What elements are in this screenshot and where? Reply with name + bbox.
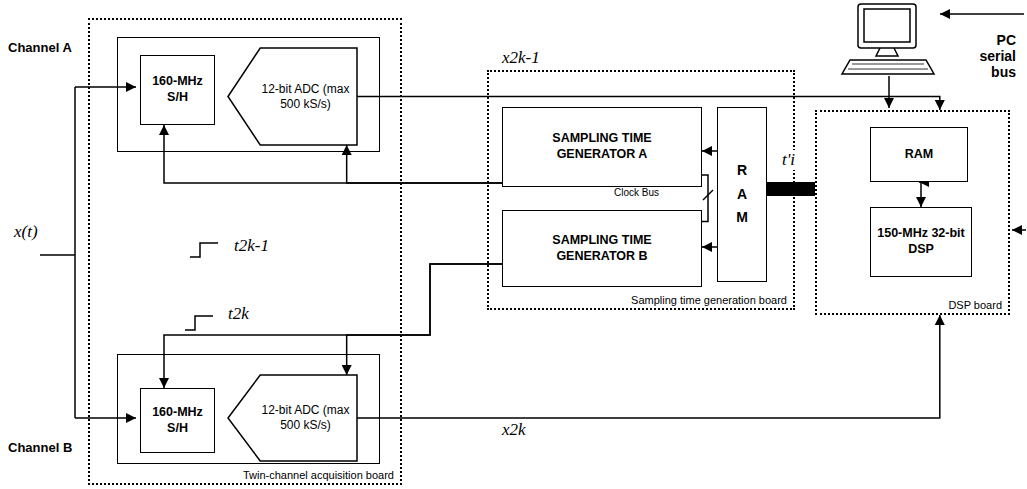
serial-bus-label: PC serial bus	[962, 32, 1018, 80]
time-generator-box: SAMPLING TIME GENERATOR A	[502, 107, 702, 187]
input-wire	[75, 417, 136, 419]
adc-block: 12-bit ADC (max 500 kS/s)	[228, 375, 357, 461]
sample-hold-box: 160-MHz S/H	[140, 388, 215, 453]
box-label: 160-MHz S/H	[144, 74, 211, 105]
input-wire	[40, 254, 75, 256]
box-label: SAMPLING TIME GENERATOR A	[522, 131, 682, 162]
bus-label: Clock Bus	[612, 187, 661, 198]
timing-label: t2k	[226, 304, 251, 324]
channel-label: Channel B	[8, 440, 72, 455]
signal-wire	[357, 315, 940, 418]
timing-label: t2k-1	[232, 236, 271, 256]
computer-keyboard	[842, 60, 934, 74]
box-label: SAMPLING TIME GENERATOR B	[522, 233, 682, 264]
signal-wire	[347, 264, 502, 375]
board-label: Sampling time generation board	[631, 294, 787, 306]
computer-stand	[876, 48, 898, 56]
signal-label: x2k	[500, 420, 528, 440]
signal-wire	[919, 182, 921, 207]
signal-label: x2k-1	[500, 48, 542, 68]
input-signal-label: x(t)	[12, 222, 40, 242]
channel-box: Channel A160-MHz S/H12-bit ADC (max 500 …	[117, 37, 380, 152]
computer-monitor	[858, 4, 916, 48]
input-wire	[74, 87, 76, 418]
signal-label: t'i	[780, 150, 797, 170]
board-label: Twin-channel acquisition board	[243, 469, 394, 481]
box-label: 150-MHz 32-bit DSP	[874, 226, 968, 257]
step-symbol	[185, 316, 213, 330]
time-generator-box: SAMPLING TIME GENERATOR B	[502, 210, 702, 287]
board-label: DSP board	[948, 299, 1002, 311]
ram-box: RAM	[870, 127, 968, 182]
sample-hold-box: 160-MHz S/H	[140, 55, 215, 125]
dsp-board: DSP board RAM 150-MHz 32-bit DSP	[815, 110, 1010, 315]
serial-bus-arrow	[940, 13, 1024, 15]
box-label: 160-MHz S/H	[144, 405, 211, 436]
signal-wire	[702, 150, 717, 152]
keyboard-keys	[848, 64, 928, 69]
signal-wire	[702, 175, 708, 222]
computer-screen	[864, 9, 910, 42]
channel-box: Channel B160-MHz S/H12-bit ADC (max 500 …	[117, 354, 380, 464]
data-bus	[767, 189, 815, 191]
ram-box: R A M	[717, 107, 767, 282]
step-symbol	[190, 243, 218, 257]
dsp-box: 150-MHz 32-bit DSP	[870, 207, 972, 277]
channel-label: Channel A	[8, 40, 72, 55]
input-wire	[75, 86, 136, 88]
signal-wire	[347, 145, 502, 183]
signal-wire	[164, 264, 502, 388]
box-label: 12-bit ADC (max 500 kS/s)	[258, 82, 353, 112]
adc-block: 12-bit ADC (max 500 kS/s)	[228, 48, 357, 145]
board-input-arrow	[1012, 229, 1026, 231]
box-label: R A M	[735, 159, 749, 230]
box-label: RAM	[905, 147, 933, 163]
pc-link-arrow	[888, 76, 890, 108]
signal-wire	[702, 246, 717, 248]
box-label: 12-bit ADC (max 500 kS/s)	[258, 403, 353, 433]
